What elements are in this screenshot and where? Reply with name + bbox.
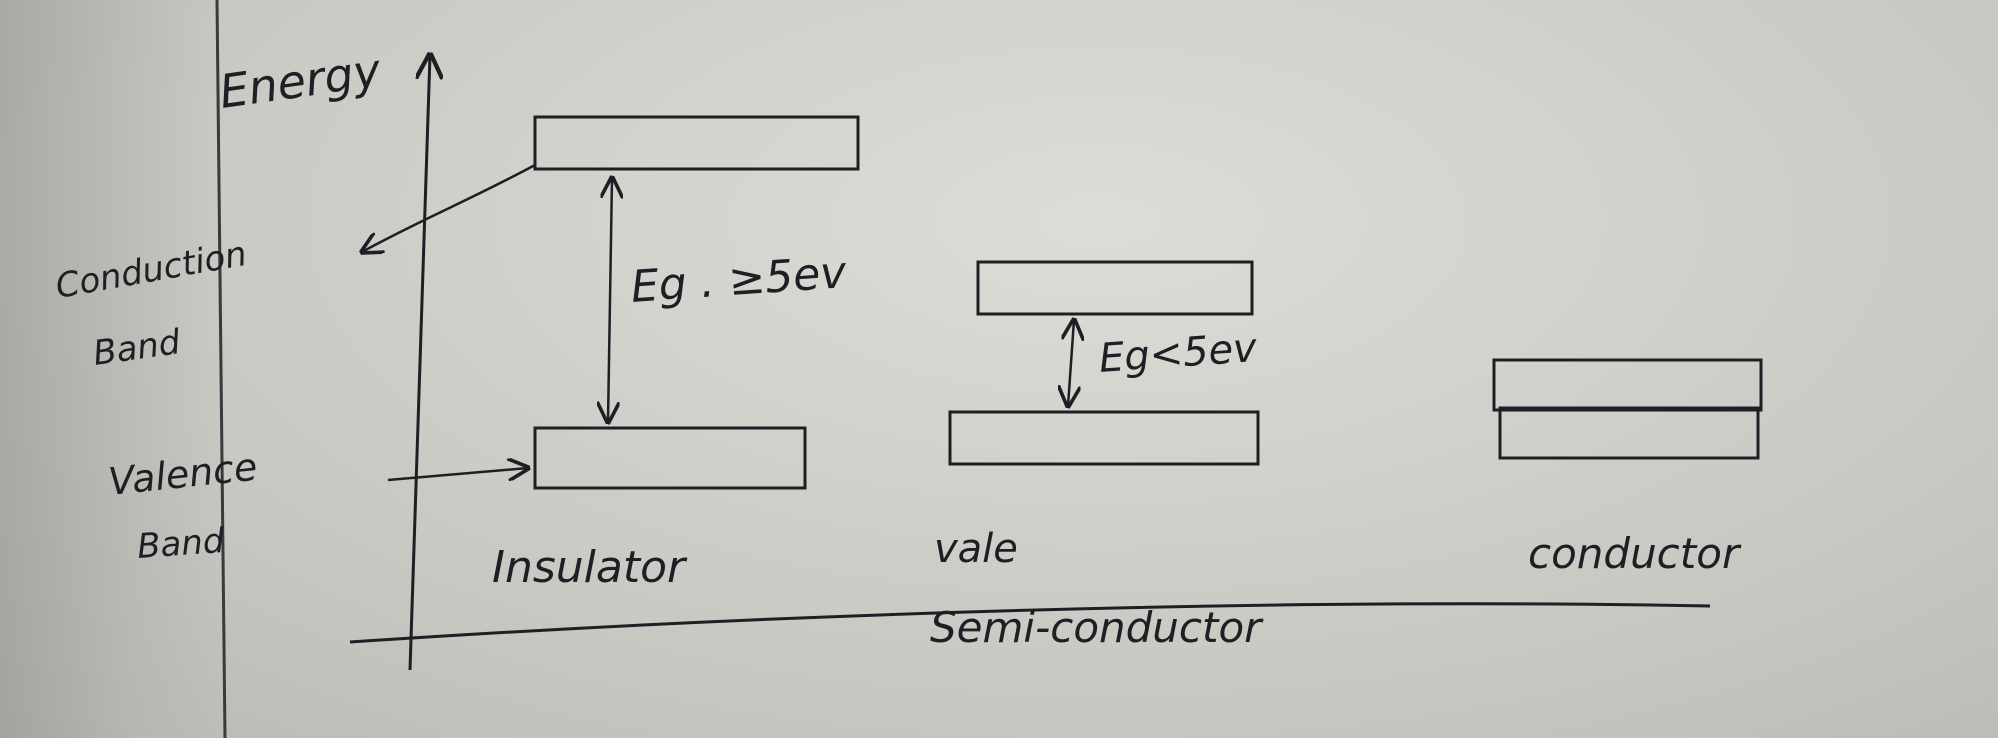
conduction-pointer-arrow bbox=[362, 163, 536, 252]
insulator-conduction-band bbox=[533, 115, 860, 171]
conductor-valence-band bbox=[1498, 406, 1760, 460]
conductor-label: conductor bbox=[1528, 529, 1742, 578]
semiconductor-label-top: vale bbox=[934, 526, 1018, 572]
insulator-valence-band bbox=[533, 426, 807, 490]
energy-axis-label: Energy bbox=[216, 43, 385, 119]
semiconductor-label: Semi-conductor bbox=[930, 603, 1264, 652]
valence-label-line1: Valence bbox=[106, 445, 259, 504]
semiconductor-conduction-band bbox=[976, 260, 1254, 316]
baseline bbox=[349, 602, 1711, 644]
semiconductor-valence-band bbox=[948, 410, 1260, 466]
insulator-gap-arrow bbox=[608, 178, 612, 422]
conduction-label-line2: Band bbox=[91, 322, 183, 374]
insulator-gap-label: Eg . ≥5ev bbox=[629, 247, 849, 313]
conductor-conduction-band bbox=[1492, 358, 1763, 412]
semiconductor-gap-arrow bbox=[1068, 320, 1074, 406]
insulator-label: Insulator bbox=[492, 542, 688, 593]
valence-label-line2: Band bbox=[136, 521, 226, 567]
energy-axis bbox=[408, 55, 430, 671]
margin-line bbox=[215, 0, 227, 738]
semiconductor-gap-label: Eg<5ev bbox=[1097, 325, 1259, 382]
valence-pointer-arrow bbox=[387, 468, 528, 482]
page-shadow bbox=[0, 0, 225, 738]
